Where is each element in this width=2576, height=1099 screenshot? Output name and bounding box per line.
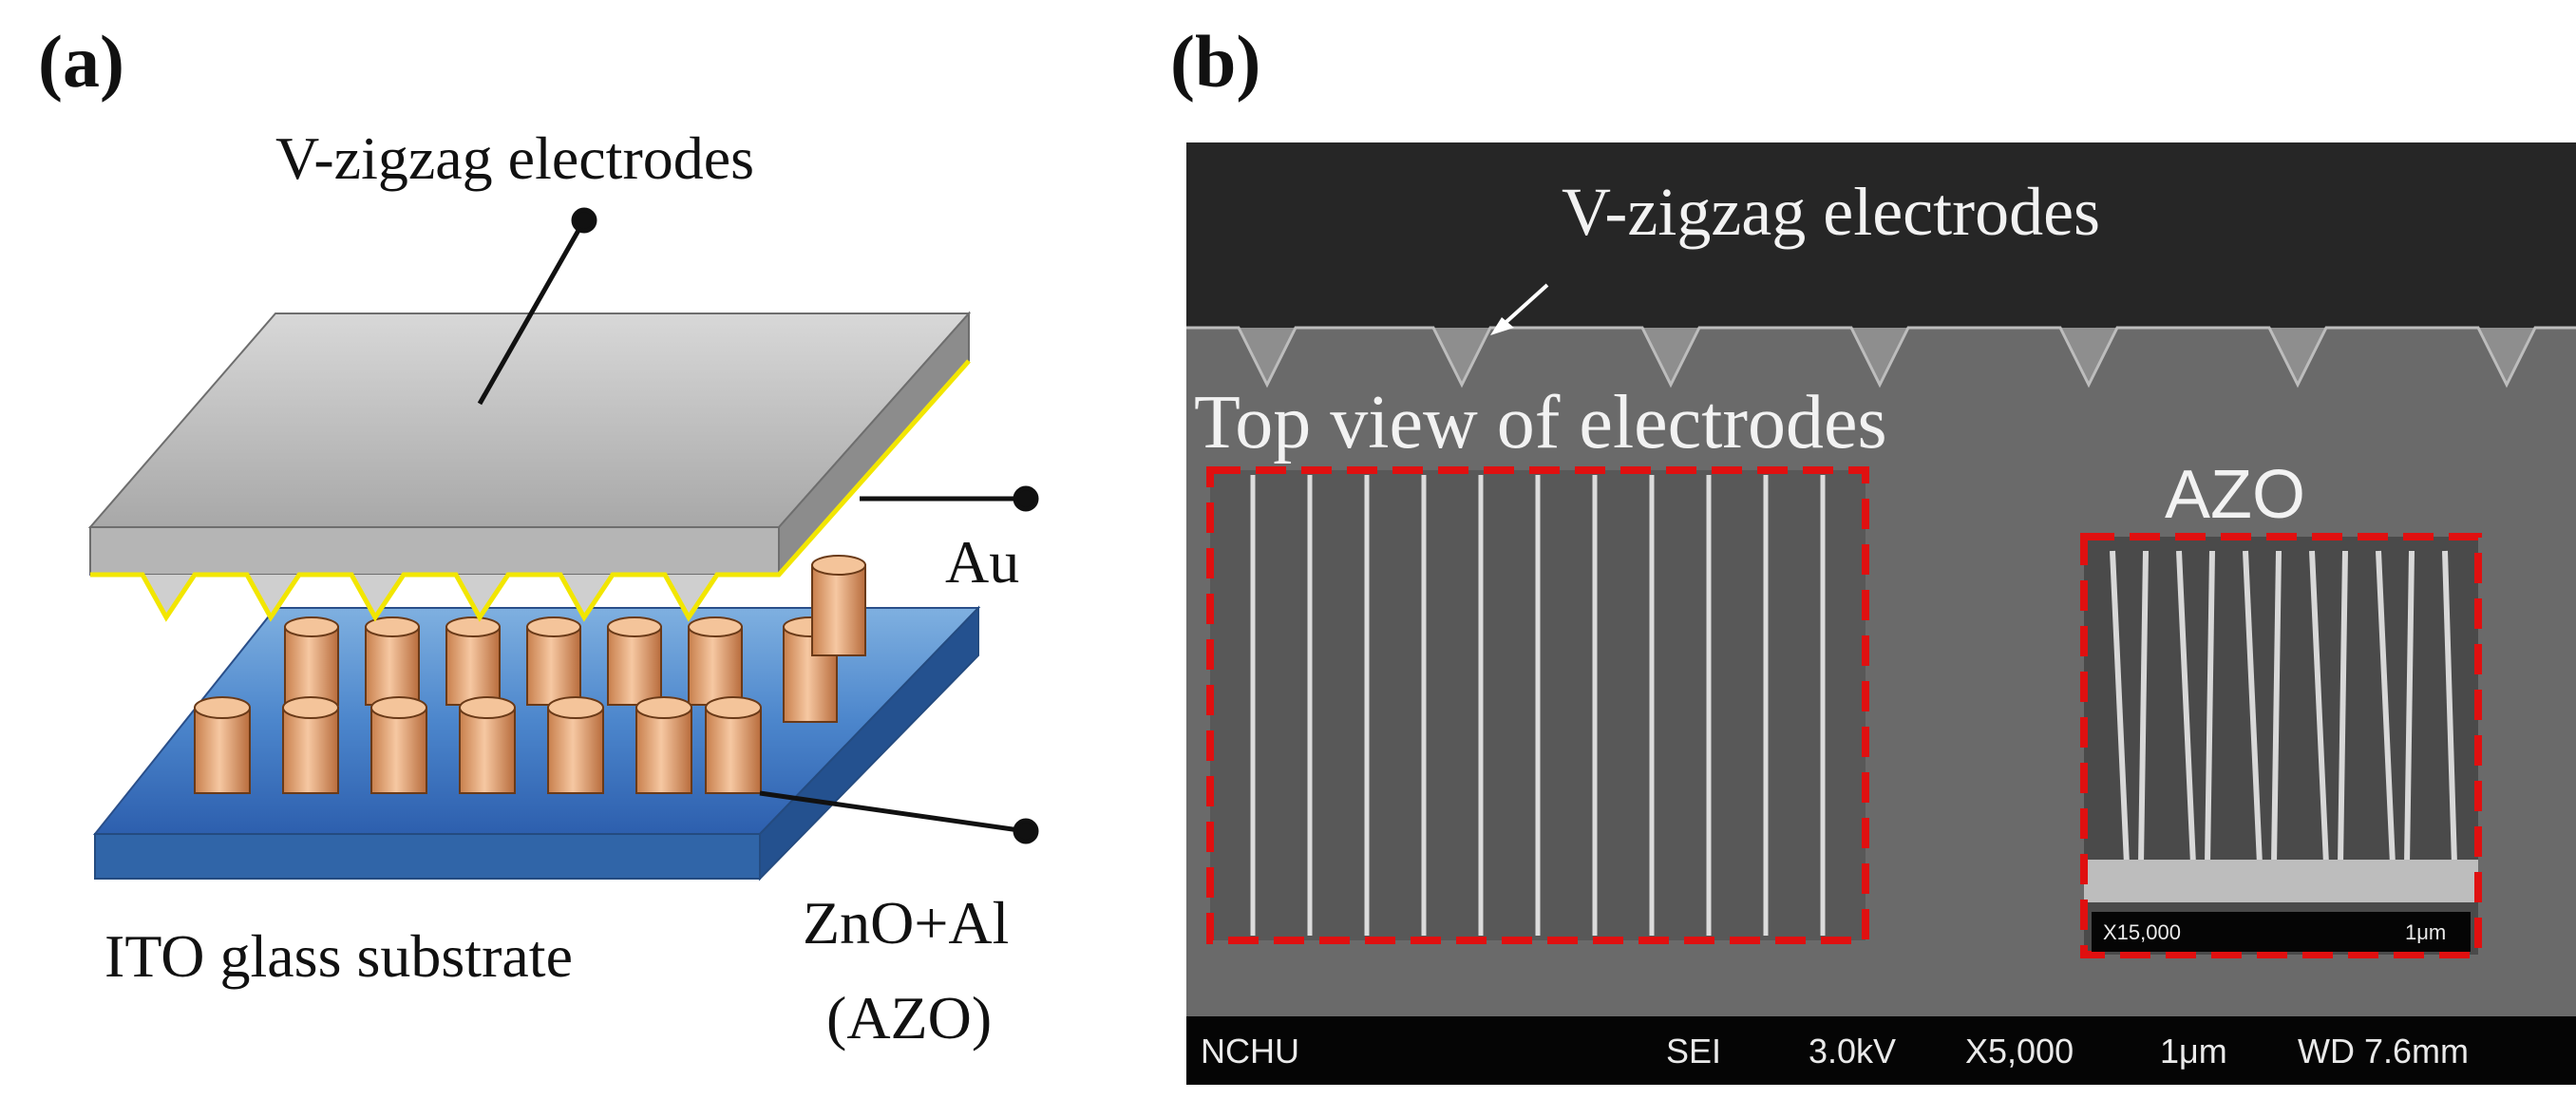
info-wd: WD 7.6mm	[2298, 1032, 2469, 1071]
sem-zigzag-profile	[1186, 283, 2576, 958]
info-mode: SEI	[1666, 1032, 1722, 1071]
info-lab: NCHU	[1201, 1032, 1299, 1071]
au-coating-line	[90, 359, 971, 622]
azo-cross-section-inset	[2080, 533, 2482, 958]
device-schematic	[87, 207, 1039, 881]
azo-label-b: AZO	[2165, 457, 2306, 533]
electrodes-label-a: V-zigzag electrodes	[275, 124, 755, 192]
electrodes-label-b: V-zigzag electrodes	[1562, 174, 2101, 250]
azo-nanorods-back	[284, 555, 866, 723]
azo-nanorods-front	[194, 696, 762, 794]
azo-label-line1: ZnO+Al	[803, 889, 1010, 957]
info-magnification: X5,000	[1965, 1032, 2074, 1071]
inset-scale: 1μm	[2405, 920, 2447, 944]
sem-dark-background	[1186, 142, 2576, 328]
v-zigzag-electrode-slab	[87, 311, 972, 622]
sem-image: V-zigzag electrodes Top view of electrod…	[1186, 142, 2576, 1085]
au-label: Au	[945, 528, 1020, 596]
inset-magnification: X15,000	[2103, 920, 2181, 944]
info-scale: 1μm	[2160, 1032, 2227, 1071]
azo-inset-info-bar: X15,000 1μm	[2092, 912, 2471, 952]
leader-lines	[477, 207, 1039, 844]
panel-b-label: (b)	[1170, 20, 1261, 103]
top-view-inset	[1206, 466, 1869, 944]
top-view-label: Top view of electrodes	[1194, 381, 1887, 464]
azo-label-line2: (AZO)	[826, 984, 993, 1052]
substrate-label: ITO glass substrate	[104, 922, 573, 990]
info-voltage: 3.0kV	[1809, 1032, 1897, 1071]
sem-info-bar: NCHU SEI 3.0kV X5,000 1μm WD 7.6mm	[1186, 1016, 2576, 1085]
panel-a-label: (a)	[38, 20, 124, 103]
